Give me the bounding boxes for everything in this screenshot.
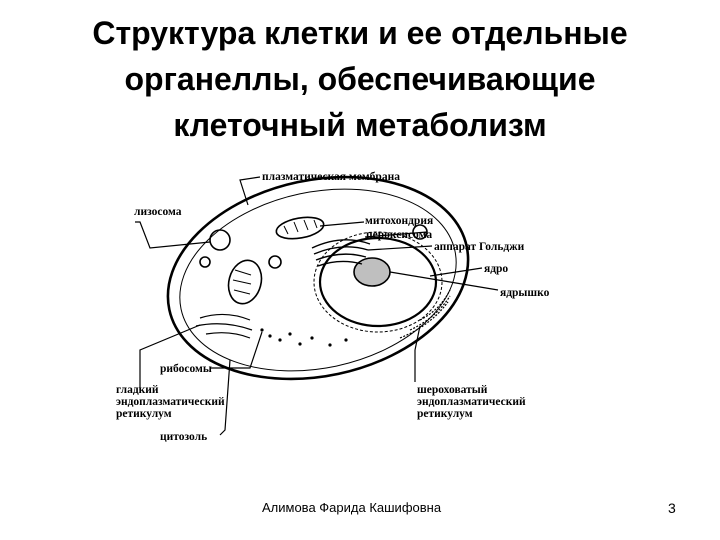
title-line-2: органеллы, обеспечивающие — [124, 61, 596, 97]
label-lysosome: лизосома — [134, 206, 182, 218]
cell-inner-edge — [179, 188, 457, 372]
label-plasma-membrane: плазматическая мембрана — [262, 171, 400, 183]
label-mitochondria: митохондрия — [365, 215, 433, 227]
smooth-er-shape — [195, 313, 253, 339]
leader-lines — [135, 176, 499, 436]
label-smooth-er-3: ретикулум — [116, 408, 172, 420]
title-line-3: клеточный метаболизм — [173, 107, 547, 143]
nucleus-shape — [318, 236, 438, 328]
leader-golgi — [367, 245, 433, 251]
mitochondrion-2-cristae — [283, 219, 318, 235]
nucleolus-shape — [353, 257, 391, 287]
leader-nucleolus — [389, 271, 499, 291]
label-rough-er-3: ретикулум — [417, 408, 473, 420]
leader-plasma-membrane — [239, 176, 261, 206]
mitochondrion-2-shape — [275, 216, 325, 240]
label-rough-er-1: шероховатый — [417, 384, 488, 396]
nuclear-envelope — [313, 231, 443, 333]
diagram-labels: плазматическая мембрана лизосома митохон… — [116, 171, 550, 443]
author-name: Алимова Фарида Кашифовна — [262, 500, 442, 515]
rough-er-shape — [399, 289, 451, 339]
label-cytosol: цитозоль — [160, 431, 207, 443]
leader-cytosol — [219, 359, 231, 436]
cell-drawing — [166, 175, 470, 381]
label-peroxisome: пероксисома — [366, 229, 432, 241]
ribosomes-dots — [260, 328, 348, 347]
plasma-membrane-shape — [166, 175, 470, 381]
title-line-1: Структура клетки и ее отдельные — [92, 15, 628, 51]
lysosome-shape — [209, 229, 231, 251]
golgi-shape — [311, 239, 371, 267]
mitochondrion-shape — [227, 259, 263, 305]
label-golgi: аппарат Гольджи — [434, 241, 525, 253]
leader-nucleus — [429, 267, 483, 277]
leader-lysosome — [135, 221, 211, 249]
vesicle-2 — [268, 255, 282, 269]
page-number: 3 — [668, 500, 676, 516]
label-nucleolus: ядрышко — [500, 287, 550, 299]
label-rough-er-2: эндоплазматический — [417, 396, 526, 408]
leader-mitochondria — [319, 221, 365, 227]
vesicle-1 — [199, 256, 211, 268]
label-ribosomes: рибосомы — [160, 363, 212, 375]
leader-peroxisome — [364, 231, 428, 238]
leader-smooth-er — [139, 324, 201, 390]
leader-ribosomes — [210, 331, 263, 369]
leader-rough-er — [414, 325, 421, 382]
mitochondrion-cristae — [232, 269, 252, 295]
label-smooth-er-1: гладкий — [116, 384, 159, 396]
label-nucleus: ядро — [484, 263, 508, 275]
slide-title: Структура клетки и ее отдельные органелл… — [0, 10, 720, 148]
label-smooth-er-2: эндоплазматический — [116, 396, 225, 408]
